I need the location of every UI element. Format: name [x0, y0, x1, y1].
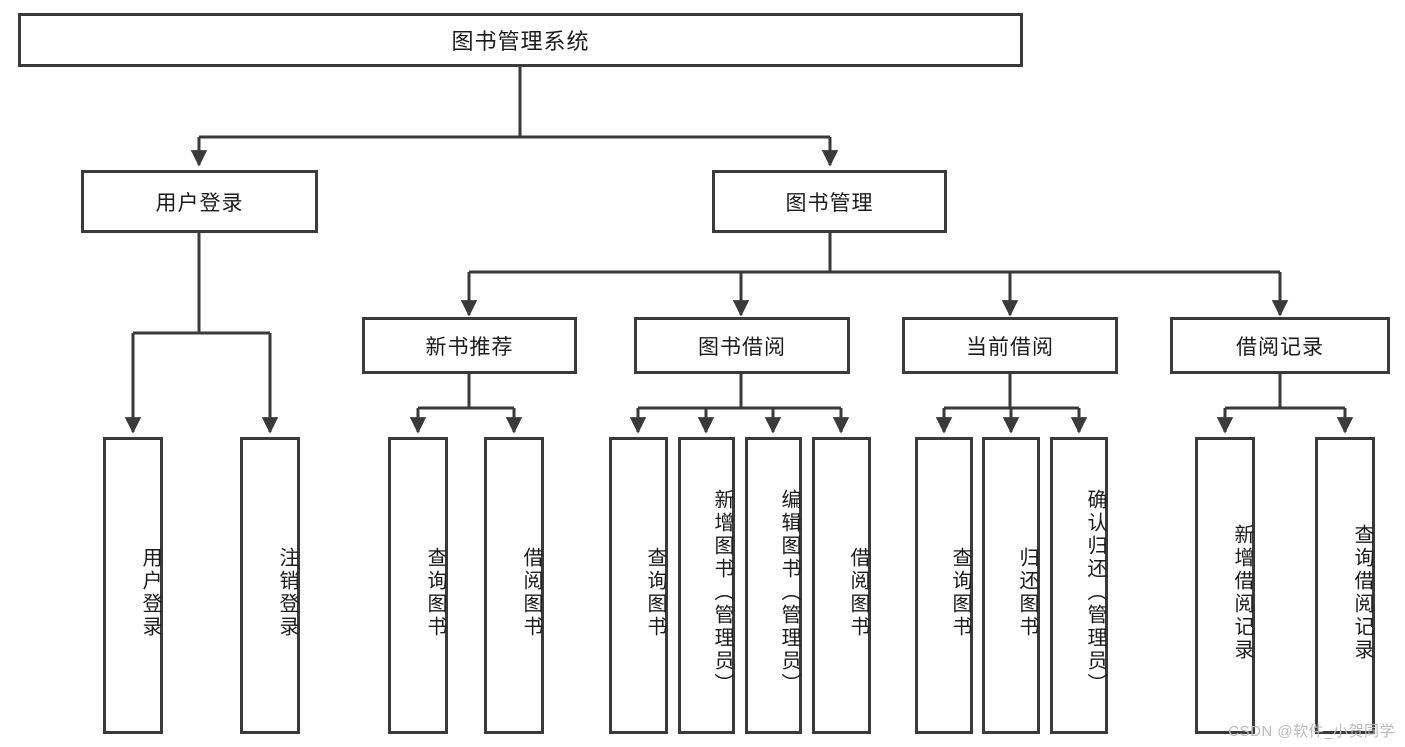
- leaf-borrow-record-query-record[interactable]: 查询借阅记录: [1315, 437, 1375, 734]
- node-label: 用户登录: [139, 546, 161, 639]
- leaf-book-borrow-add-book-admin[interactable]: 新增图书（管理员）: [678, 437, 735, 734]
- leaf-new-book-borrow-books[interactable]: 借阅图书: [484, 437, 544, 734]
- node-label: 借阅图书: [847, 546, 869, 639]
- node-label: 编辑图书（管理员）: [778, 489, 800, 696]
- node-label: 新增图书（管理员）: [711, 489, 733, 696]
- leaf-current-borrow-query-books[interactable]: 查询图书: [915, 437, 973, 734]
- node-label: 图书管理: [785, 191, 874, 215]
- node-label: 借阅图书: [520, 546, 542, 639]
- node-label: 确认归还（管理员）: [1084, 489, 1106, 696]
- node-label: 用户登录: [155, 191, 244, 215]
- leaf-book-borrow-borrow-books[interactable]: 借阅图书: [812, 437, 871, 734]
- node-book-borrowing[interactable]: 图书借阅: [634, 317, 850, 374]
- node-new-book-recommendation[interactable]: 新书推荐: [362, 317, 577, 374]
- node-label: 借阅记录: [1236, 335, 1324, 359]
- node-book-management[interactable]: 图书管理: [712, 170, 947, 233]
- node-label: 查询图书: [424, 546, 446, 639]
- node-current-borrowing[interactable]: 当前借阅: [902, 317, 1118, 374]
- node-label: 查询图书: [949, 546, 971, 639]
- node-label: 新书推荐: [425, 335, 514, 359]
- node-label: 新增借阅记录: [1231, 523, 1253, 662]
- leaf-borrow-record-add-record[interactable]: 新增借阅记录: [1195, 437, 1255, 734]
- node-label: 归还图书: [1016, 546, 1038, 639]
- node-root-book-management-system[interactable]: 图书管理系统: [18, 13, 1023, 67]
- node-label: 注销登录: [276, 546, 298, 639]
- node-label: 图书管理系统: [451, 29, 590, 54]
- leaf-current-borrow-return-books[interactable]: 归还图书: [982, 437, 1040, 734]
- node-label: 图书借阅: [698, 335, 786, 359]
- node-borrow-records[interactable]: 借阅记录: [1170, 317, 1390, 374]
- node-user-login[interactable]: 用户登录: [81, 170, 318, 233]
- leaf-current-borrow-confirm-return-admin[interactable]: 确认归还（管理员）: [1050, 437, 1108, 734]
- leaf-user-login-login[interactable]: 用户登录: [103, 437, 163, 734]
- node-label: 当前借阅: [966, 335, 1054, 359]
- watermark: CSDN @软件_小贺同学: [1228, 723, 1395, 740]
- node-label: 查询图书: [644, 546, 666, 639]
- node-label: 查询借阅记录: [1351, 523, 1373, 662]
- leaf-book-borrow-query-books[interactable]: 查询图书: [609, 437, 668, 734]
- leaf-book-borrow-edit-book-admin[interactable]: 编辑图书（管理员）: [745, 437, 802, 734]
- leaf-user-login-logout[interactable]: 注销登录: [240, 437, 300, 734]
- leaf-new-book-query-books[interactable]: 查询图书: [388, 437, 448, 734]
